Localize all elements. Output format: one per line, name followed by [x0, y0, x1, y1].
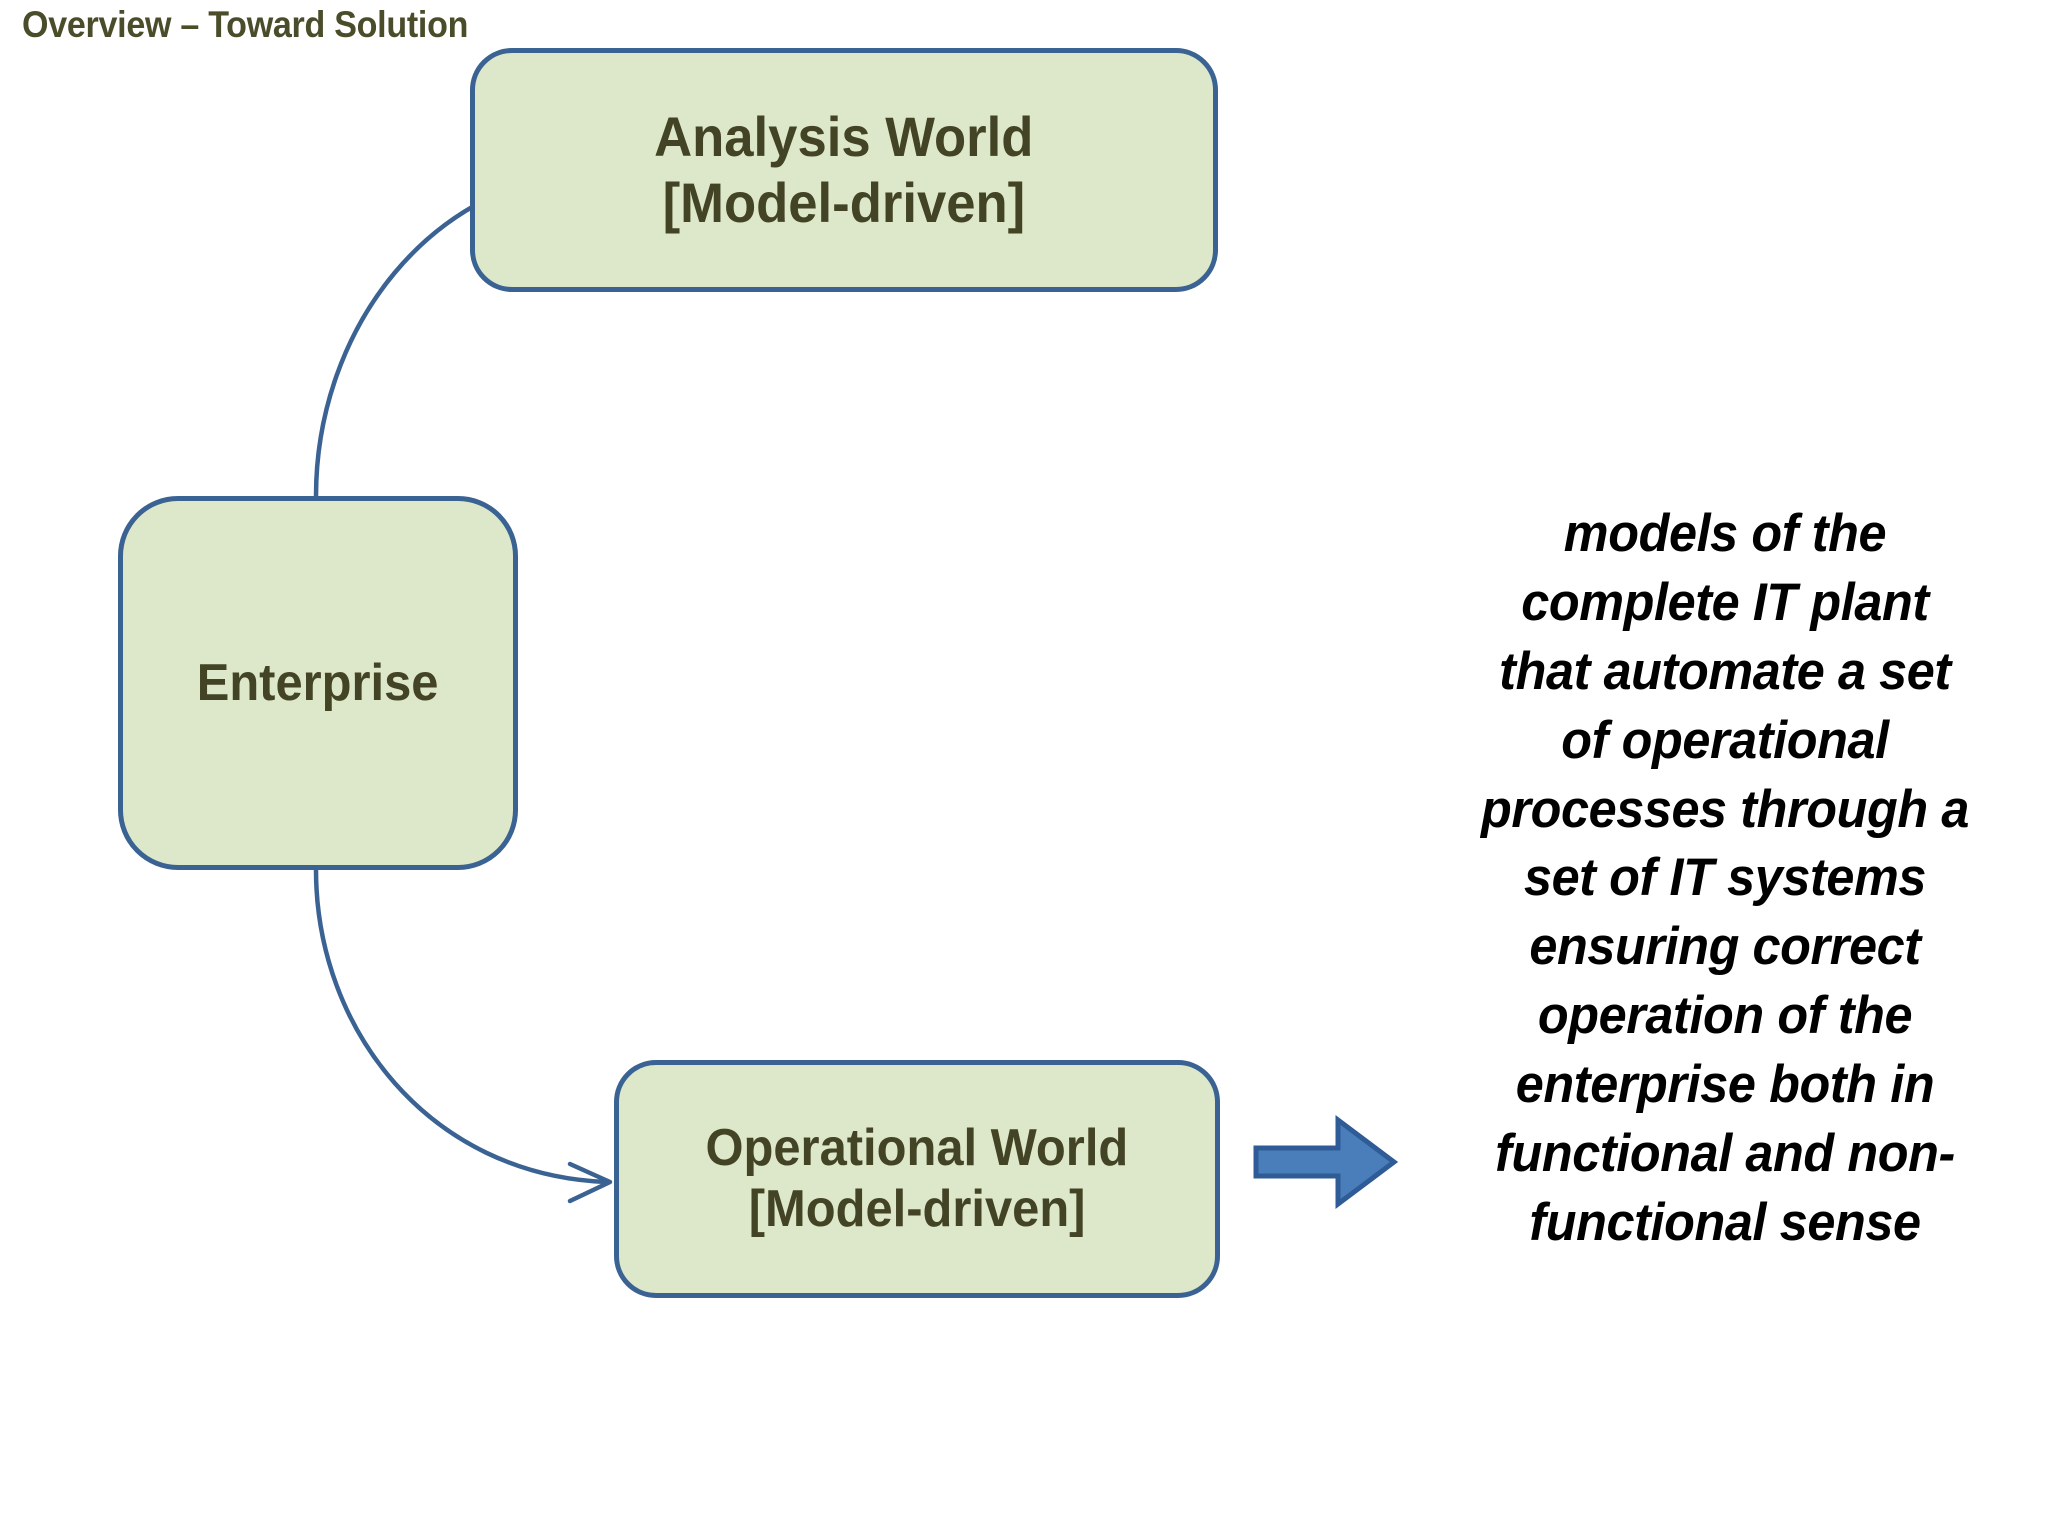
description-line: set of IT systems [1523, 848, 1927, 908]
node-analysis-world-line-2: [Model-driven] [662, 171, 1026, 234]
node-analysis-world[interactable]: Analysis World [Model-driven] [470, 48, 1218, 292]
description-line: models of the [1563, 504, 1887, 563]
description-line: functional and non- [1495, 1124, 1955, 1184]
node-enterprise[interactable]: Enterprise [118, 496, 518, 870]
node-operational-world-line-2: [Model-driven] [748, 1180, 1086, 1238]
page-title: Overview – Toward Solution [22, 4, 469, 45]
description-line: enterprise both in [1515, 1055, 1935, 1115]
connector-enterprise-to-operational [313, 867, 613, 1204]
node-analysis-world-line-1: Analysis World [654, 104, 1034, 168]
description-line: of operational [1561, 710, 1889, 770]
description-line: functional sense [1529, 1192, 1921, 1252]
description-line: ensuring correct [1529, 917, 1921, 977]
node-operational-world[interactable]: Operational World [Model-driven] [614, 1060, 1220, 1298]
description-line: operation of the [1537, 986, 1913, 1046]
description-line: processes through a [1480, 779, 1970, 839]
block-arrow-right-icon [1253, 1115, 1398, 1209]
description-text: models of the complete IT plant that aut… [1428, 500, 2022, 1258]
description-line: that automate a set [1499, 641, 1951, 701]
node-operational-world-line-1: Operational World [705, 1118, 1129, 1177]
node-enterprise-label: Enterprise [197, 653, 439, 712]
description-line: complete IT plant [1521, 572, 1929, 632]
